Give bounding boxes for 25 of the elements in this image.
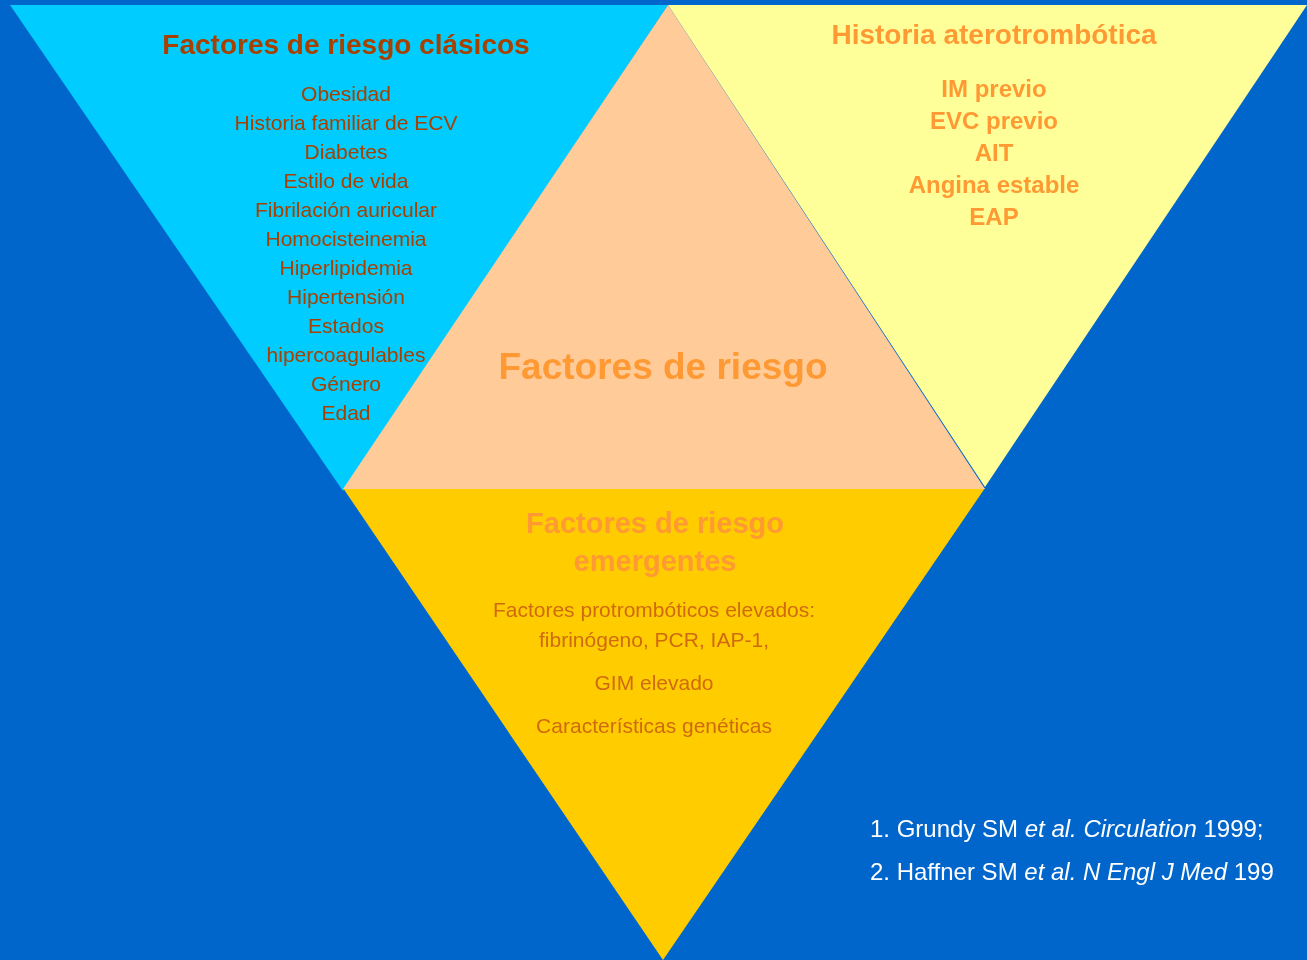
list-item: Homocisteinemia <box>265 226 427 252</box>
reference-note: 2. Haffner SM et al. N Engl J Med 199 <box>870 858 1274 886</box>
reference-note: 1. Grundy SM et al. Circulation 1999; <box>870 815 1264 843</box>
list-item: Características genéticas <box>536 713 772 739</box>
list-item: EAP <box>969 202 1019 232</box>
list-item: Hipertensión <box>287 284 405 310</box>
list-item: Género <box>311 371 381 397</box>
list-item: GIM elevado <box>594 670 714 696</box>
triangle-panel <box>343 488 985 960</box>
list-item: IM previo <box>941 74 1047 104</box>
list-item: Edad <box>321 400 371 426</box>
list-item: Factores protrombóticos elevados: fibrinógeno, PCR, IAP-1, <box>491 597 817 653</box>
heading: Historia aterotrombótica <box>831 18 1157 52</box>
list-item: Historia familiar de ECV <box>234 110 458 136</box>
list-item: Estilo de vida <box>283 168 409 194</box>
list-item: Estados hipercoagulables <box>265 313 427 368</box>
heading: Factores de riesgo <box>498 345 828 389</box>
heading: Factores de riesgo clásicos <box>162 28 530 62</box>
list-item: Angina estable <box>908 170 1080 200</box>
list-item: Hiperlipidemia <box>279 255 413 281</box>
list-item: EVC previo <box>930 106 1058 136</box>
list-item: AIT <box>974 138 1014 168</box>
list-item: Obesidad <box>301 81 391 107</box>
list-item: Fibrilación auricular <box>254 197 438 223</box>
list-item: Diabetes <box>304 139 388 165</box>
